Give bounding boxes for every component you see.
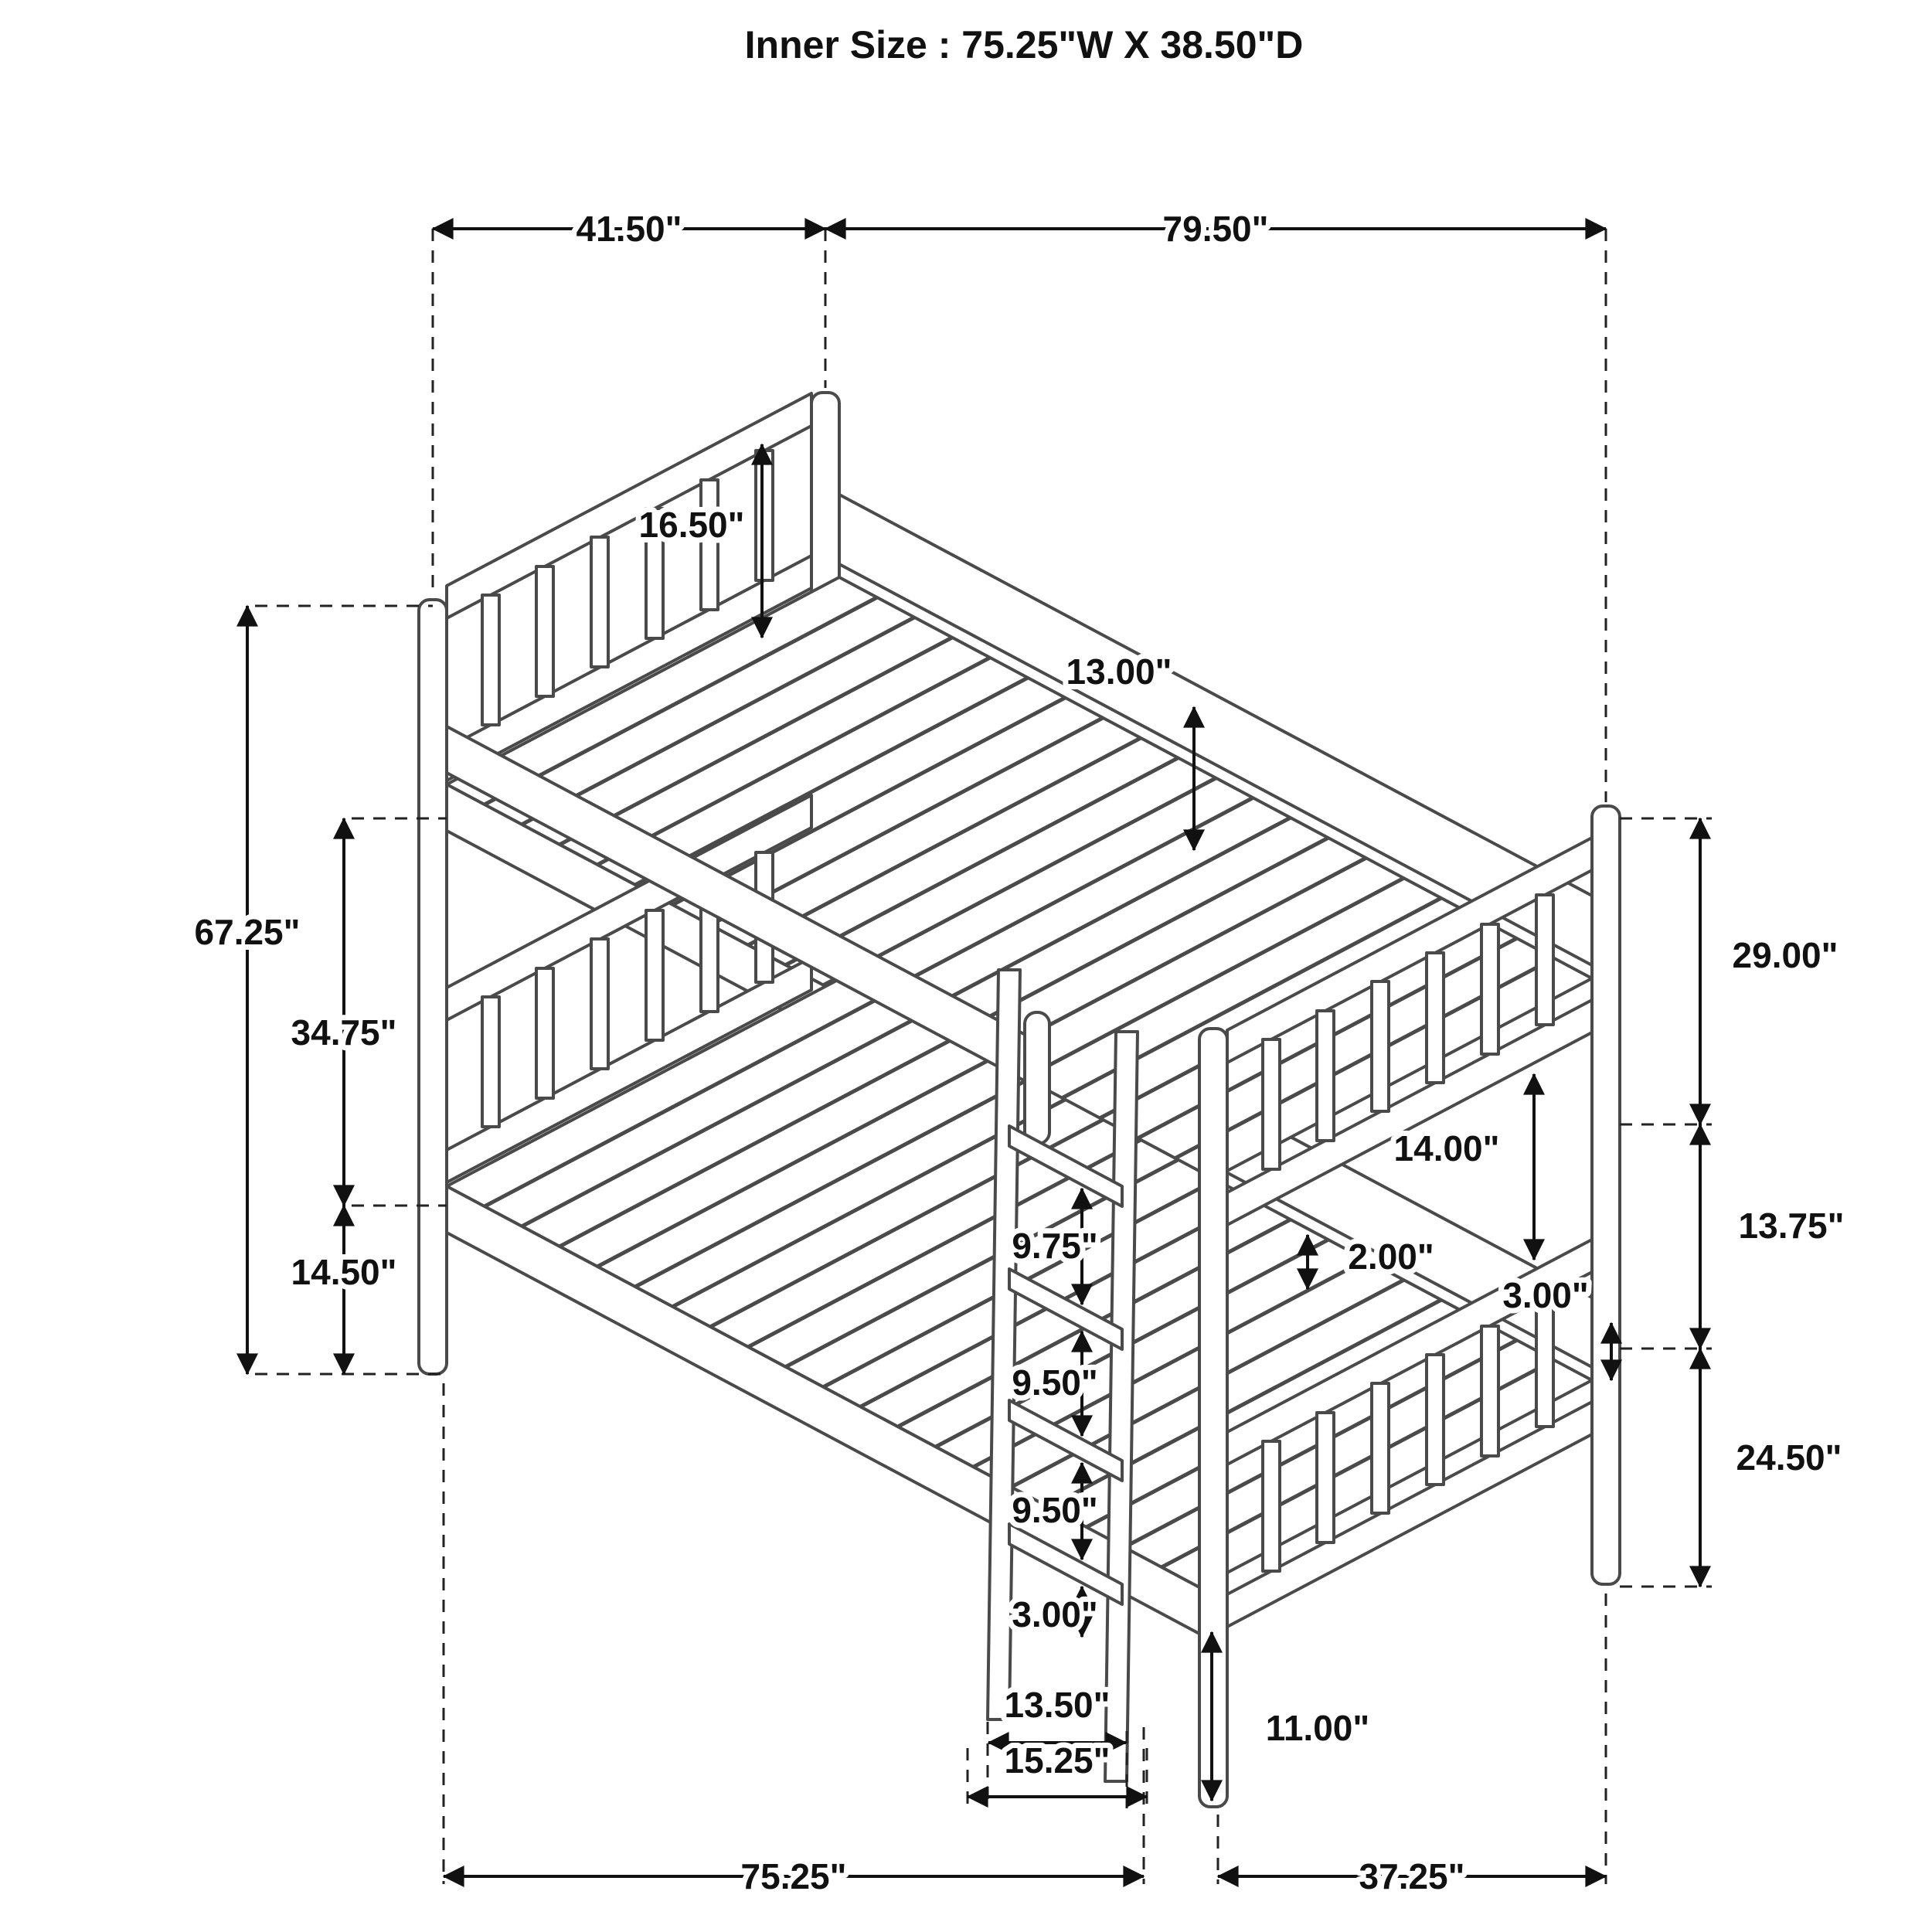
- dimension-lines: [236, 218, 1711, 1887]
- dim-label-24-50: 24.50": [1736, 1437, 1842, 1478]
- dim-label-9-50-a: 9.50": [1012, 1362, 1097, 1403]
- back-right-post: [1590, 804, 1621, 1586]
- dim-label-9-50-b: 9.50": [1012, 1490, 1097, 1530]
- dim-label-13-00: 13.00": [1066, 651, 1172, 692]
- footboard-lower-slats: [1261, 1295, 1555, 1573]
- dim-label-29-00: 29.00": [1733, 935, 1838, 975]
- ladder-rungs: [1008, 1124, 1124, 1606]
- dim-label-41-50: 41.50": [577, 209, 682, 249]
- ladder: [986, 968, 1139, 1783]
- dim-label-13-75: 13.75": [1739, 1206, 1845, 1246]
- front-right-post: [1198, 1027, 1229, 1808]
- dim-label-3-00-right: 3.00": [1502, 1275, 1588, 1315]
- guard-rail-end-cap: [1023, 1011, 1051, 1145]
- dim-label-15-25: 15.25": [1005, 1740, 1111, 1781]
- front-left-post: [417, 598, 448, 1376]
- page-title: Inner Size : 75.25"W X 38.50"D: [745, 23, 1304, 66]
- upper-back-rail: [838, 493, 1594, 967]
- dim-label-2-00: 2.00": [1348, 1236, 1434, 1277]
- headboard: [445, 392, 813, 1184]
- dim-label-11-00: 11.00": [1266, 1708, 1369, 1748]
- dimension-labels: 41.50" 79.50" 16.50" 13.00" 67.25" 34.75…: [189, 203, 1850, 1902]
- dim-label-14-00: 14.00": [1394, 1128, 1500, 1168]
- dim-label-79-50: 79.50": [1163, 209, 1269, 249]
- dim-label-3-00-ladder: 3.00": [1012, 1594, 1097, 1634]
- front-posts: [417, 598, 1229, 1808]
- dim-label-13-50: 13.50": [1005, 1685, 1111, 1725]
- dim-label-75-25: 75.25": [741, 1856, 847, 1896]
- dimension-annotations: 41.50" 79.50" 16.50" 13.00" 67.25" 34.75…: [189, 203, 1850, 1902]
- dim-label-16-50: 16.50": [639, 505, 745, 545]
- dim-label-9-75: 9.75": [1012, 1226, 1097, 1266]
- dim-label-37-25: 37.25": [1359, 1856, 1465, 1896]
- footboard-upper-slats: [1261, 893, 1555, 1171]
- dim-label-67-25: 67.25": [195, 912, 301, 952]
- dim-label-34-75: 34.75": [291, 1012, 397, 1053]
- dim-label-14-50: 14.50": [291, 1252, 397, 1292]
- footboard: [1226, 836, 1594, 1628]
